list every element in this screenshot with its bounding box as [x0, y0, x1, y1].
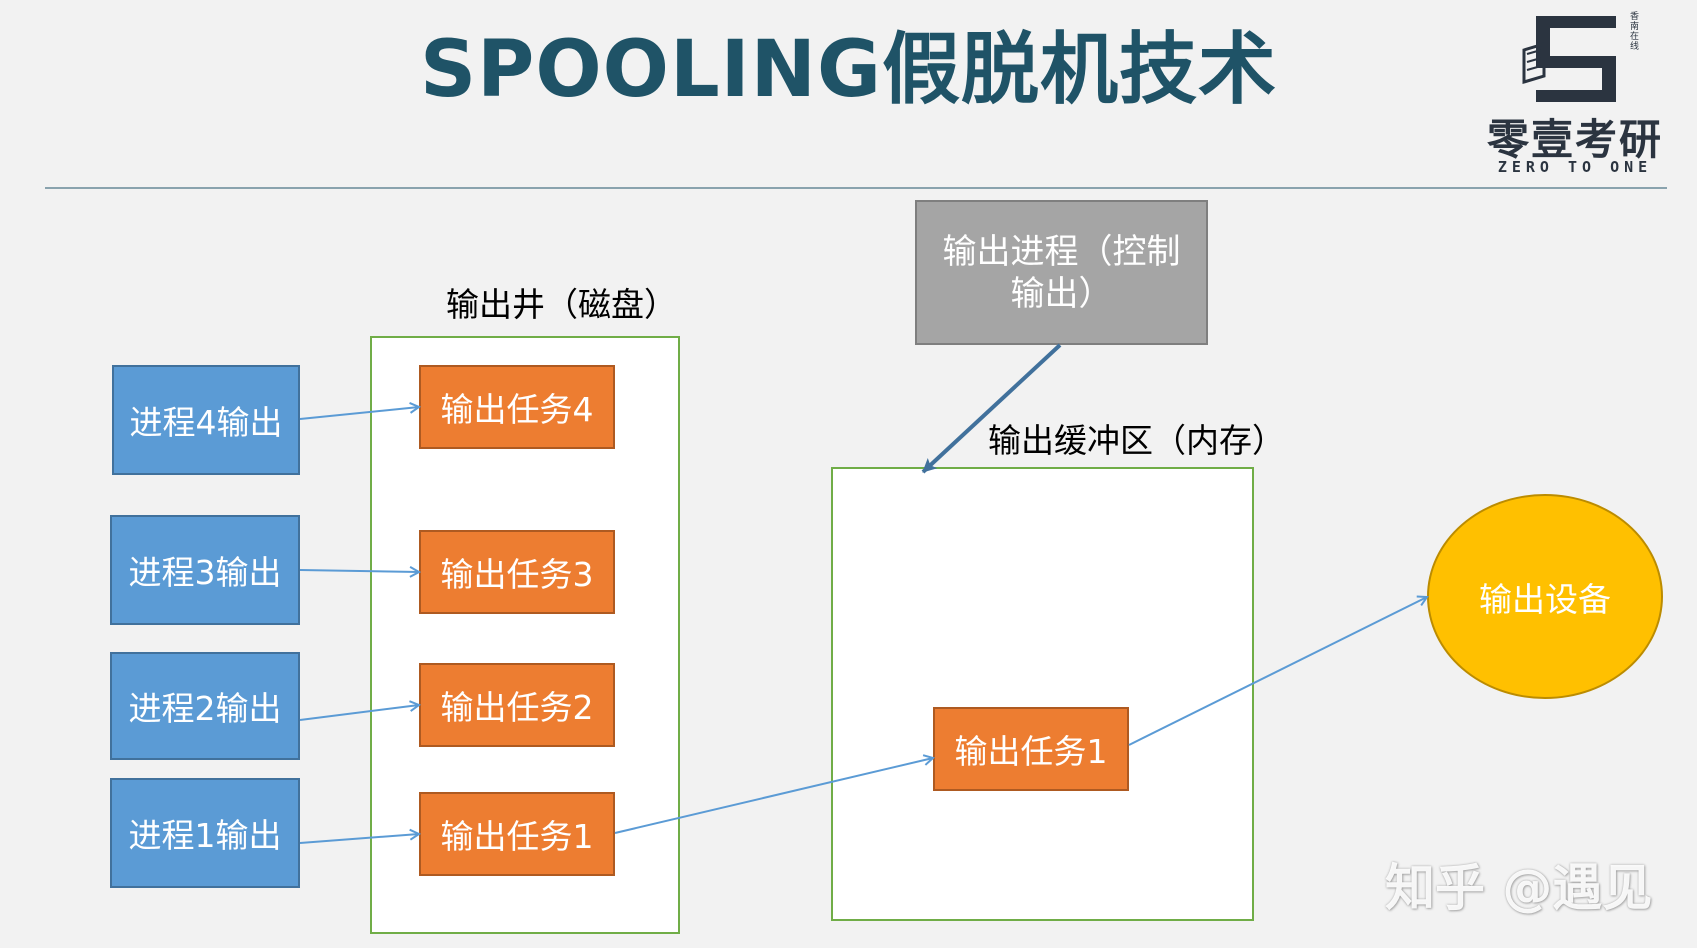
output-control-process: 输出进程（控制输出）	[915, 200, 1208, 345]
slide-title: SPOOLING假脱机技术	[420, 25, 1277, 115]
logo-english-text: ZERO TO ONE	[1497, 158, 1653, 176]
logo: 香南在线 零壹考研 ZERO TO ONE	[1470, 8, 1680, 178]
output-device: 输出设备	[1427, 494, 1663, 699]
output-task-1: 输出任务1	[419, 792, 615, 876]
disk-label: 输出井（磁盘）	[446, 285, 677, 324]
buffer-output-task-1: 输出任务1	[933, 707, 1129, 791]
logo-chinese-text: 零壹考研	[1486, 115, 1663, 164]
process-3-output: 进程3输出	[110, 515, 300, 625]
title-divider	[45, 187, 1667, 189]
output-task-4: 输出任务4	[419, 365, 615, 449]
output-task-3: 输出任务3	[419, 530, 615, 614]
output-buffer-memory	[831, 467, 1254, 921]
logo-mark-icon	[1522, 16, 1616, 102]
logo-side-text: 香南在线	[1630, 12, 1640, 52]
process-2-output: 进程2输出	[110, 652, 300, 760]
buffer-label: 输出缓冲区（内存）	[988, 421, 1285, 460]
output-task-2: 输出任务2	[419, 663, 615, 747]
process-1-output: 进程1输出	[110, 778, 300, 888]
process-4-output: 进程4输出	[112, 365, 300, 475]
zhihu-watermark: 知乎 @遇见	[1385, 859, 1653, 917]
